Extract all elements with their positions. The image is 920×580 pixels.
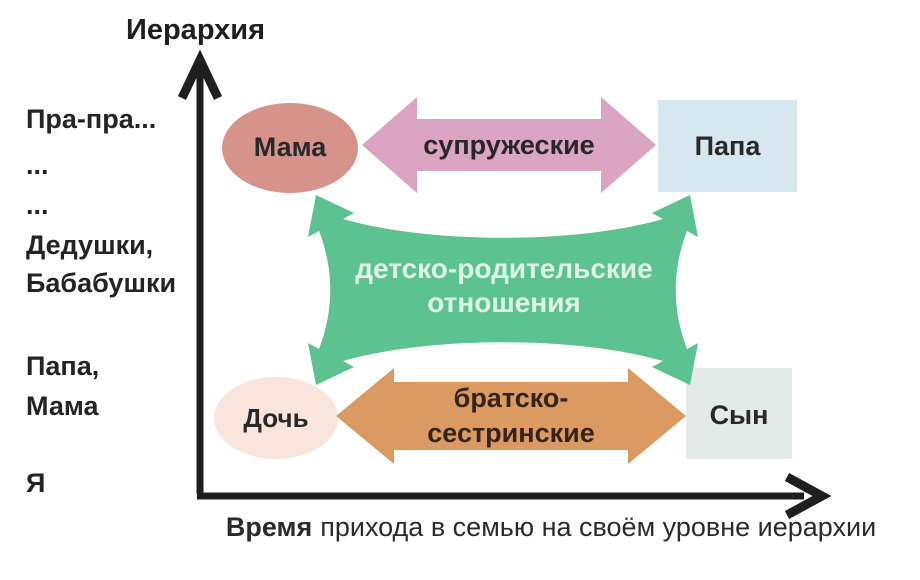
spousal-relation-label: супружеские (423, 130, 595, 160)
y-tick-ellipsis-1: ... (26, 150, 49, 180)
y-tick-ellipsis-2: ... (26, 190, 49, 220)
doch-node-label: Дочь (243, 403, 309, 433)
parent-child-arrow (308, 195, 698, 385)
papa-node-shape (658, 100, 797, 192)
y-tick-papa: Папа, (26, 351, 100, 381)
parent-child-relation-label-line1: детско-родительские (355, 253, 653, 284)
syn-node-shape (686, 368, 792, 459)
mama-node-label: Мама (253, 132, 327, 162)
x-axis-arrow-head (784, 473, 832, 519)
parent-child-relation-label-line2: отношения (427, 287, 581, 318)
syn-node-label: Сын (709, 400, 769, 430)
doch-node-shape (214, 377, 338, 459)
sibling-relation-label: братско- сестринские (404, 381, 618, 451)
y-axis-title: Иерархия (126, 14, 266, 46)
sibling-relation-label-line1: братско- (453, 383, 569, 413)
x-axis-title-keyword: Время (225, 512, 313, 542)
x-axis-title-rest: прихода в семью на своём уровне иерархии (320, 512, 877, 542)
spousal-arrow (362, 97, 656, 193)
y-tick-pra-pra: Пра-пра... (26, 104, 157, 134)
y-tick-mama: Мама (26, 391, 99, 421)
mama-node-shape (222, 103, 358, 193)
parent-child-relation-label: детско-родительские отношения (328, 252, 680, 320)
y-tick-ya: Я (26, 468, 46, 498)
sibling-relation-label-line2: сестринские (427, 418, 595, 448)
y-tick-babushki: Бабабушки (26, 268, 177, 298)
y-tick-dedushki: Дедушки, (26, 230, 154, 260)
sibling-arrow (336, 368, 686, 464)
papa-node-label: Папа (694, 131, 761, 161)
y-axis-arrow-head (177, 49, 223, 100)
